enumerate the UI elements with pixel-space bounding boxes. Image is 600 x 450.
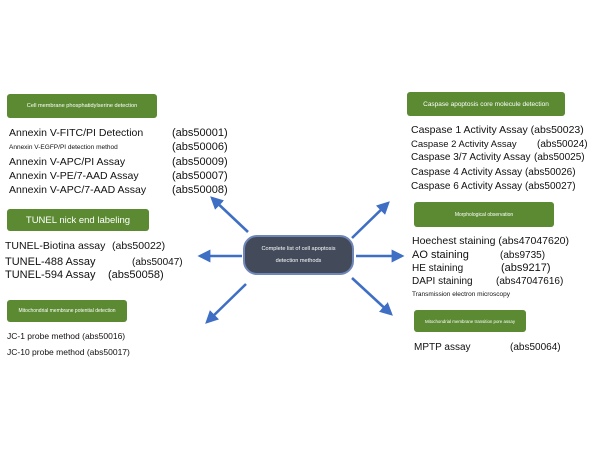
tunel-item-2-label: TUNEL-488 Assay bbox=[5, 256, 96, 268]
tunel-item-1-code: (abs50022) bbox=[112, 240, 166, 252]
morph-header: Morphological observation bbox=[414, 202, 554, 227]
caspase-item-2-label: Caspase 2 Activity Assay bbox=[411, 139, 517, 150]
mptp-item-1-label: MPTP assay bbox=[414, 342, 471, 353]
morph-item-2-label: AO staining bbox=[412, 249, 469, 261]
tunel-item-3-code: (abs50058) bbox=[108, 269, 164, 281]
arrow-to-mptp bbox=[351, 277, 393, 316]
morph-item-3-label: HE staining bbox=[412, 263, 464, 274]
mito-header: Mitochondrial membrane potential detecti… bbox=[7, 300, 127, 322]
membrane-item-2-code: (abs50006) bbox=[172, 141, 228, 153]
membrane-item-2-label: Annexin V-EGFP/PI detection method bbox=[9, 144, 118, 151]
morph-item-4-code: (abs47047616) bbox=[496, 276, 564, 287]
caspase-item-4-label: Caspase 4 Activity Assay (abs50026) bbox=[411, 167, 576, 178]
morph-item-2-code: (abs9735) bbox=[500, 250, 546, 261]
mito-item-2-label: JC-10 probe method (abs50017) bbox=[7, 347, 130, 357]
morph-item-5-label: Transmission electron microscopy bbox=[412, 291, 511, 298]
membrane-item-3-code: (abs50009) bbox=[172, 156, 228, 168]
center-node: Complete list of cell apoptosis detectio… bbox=[243, 235, 354, 275]
membrane-item-3-label: Annexin V-APC/PI Assay bbox=[9, 156, 126, 168]
membrane-header: Cell membrane phosphatidylserine detecti… bbox=[7, 94, 157, 118]
tunel-item-1-label: TUNEL-Biotina assay bbox=[5, 240, 106, 252]
caspase-item-3-code: (abs50025) bbox=[534, 152, 585, 163]
arrow-to-membrane bbox=[210, 196, 249, 233]
center-title-line1: Complete list of cell apoptosis bbox=[261, 246, 336, 252]
membrane-item-1-code: (abs50001) bbox=[172, 127, 228, 139]
morph-item-1-label: Hoechest staining (abs47047620) bbox=[412, 235, 570, 247]
mptp-header: Mitochondrial membrane transition pore a… bbox=[414, 310, 526, 332]
caspase-item-1-label: Caspase 1 Activity Assay (abs50023) bbox=[411, 124, 584, 136]
caspase-item-3-label: Caspase 3/7 Activity Assay bbox=[411, 152, 531, 163]
membrane-item-5-label: Annexin V-APC/7-AAD Assay bbox=[9, 184, 147, 196]
tunel-item-2-code: (abs50047) bbox=[132, 257, 183, 268]
mito-item-1-label: JC-1 probe method (abs50016) bbox=[7, 331, 126, 341]
caspase-item-5-label: Caspase 6 Activity Assay (abs50027) bbox=[411, 181, 576, 192]
tunel-header: TUNEL nick end labeling bbox=[7, 209, 149, 231]
membrane-item-1-label: Annexin V-FITC/PI Detection bbox=[9, 127, 144, 139]
arrow-to-caspase bbox=[351, 201, 390, 239]
arrow-to-mito bbox=[205, 283, 247, 324]
morph-item-3-code: (abs9217) bbox=[501, 262, 551, 274]
membrane-item-4-code: (abs50007) bbox=[172, 170, 228, 182]
tunel-item-3-label: TUNEL-594 Assay bbox=[5, 269, 96, 281]
center-title-line2: detection methods bbox=[275, 258, 322, 264]
caspase-item-2-code: (abs50024) bbox=[537, 139, 588, 150]
membrane-item-5-code: (abs50008) bbox=[172, 184, 228, 196]
mptp-item-1-code: (abs50064) bbox=[510, 342, 561, 353]
caspase-header: Caspase apoptosis core molecule detectio… bbox=[407, 92, 565, 116]
morph-item-4-label: DAPI staining bbox=[412, 276, 473, 287]
membrane-item-4-label: Annexin V-PE/7-AAD Assay bbox=[9, 170, 139, 182]
